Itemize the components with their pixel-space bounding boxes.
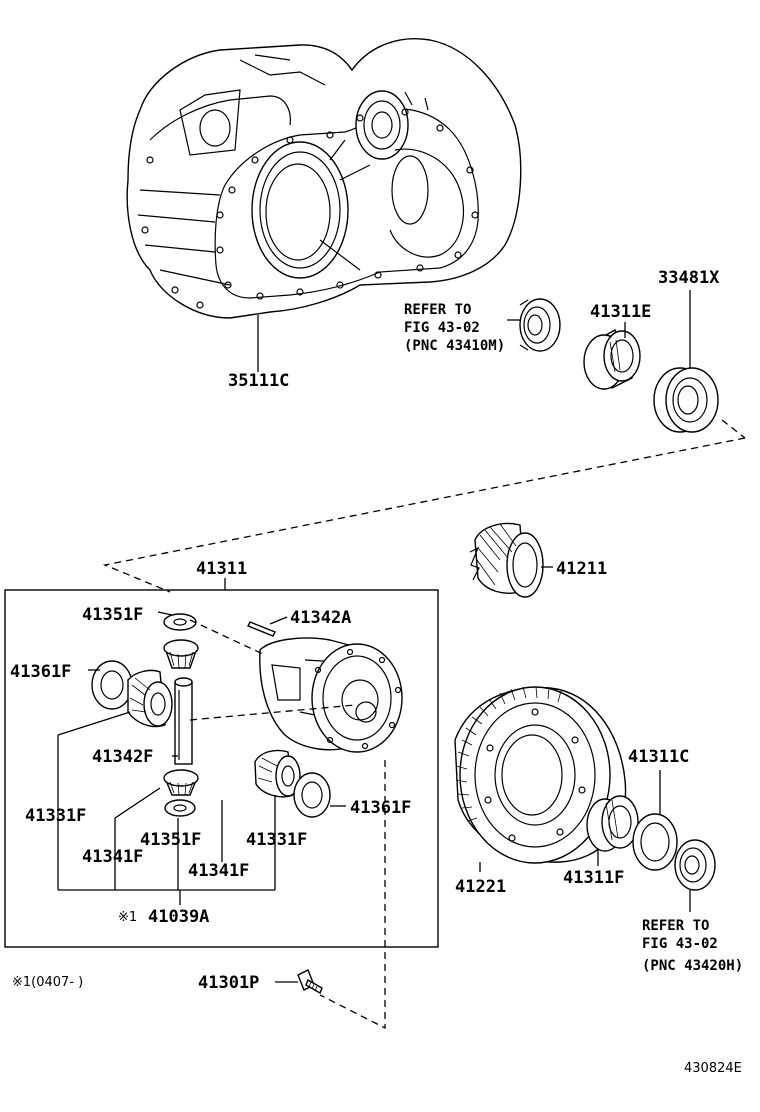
label-41361f-right: 41361F (350, 798, 411, 818)
label-41361f-left: 41361F (10, 662, 71, 682)
label-41351f-top: 41351F (82, 605, 143, 625)
label-41221: 41221 (455, 877, 506, 897)
footnote: ※1(0407- ) (12, 975, 83, 990)
bolt-41301p-drawing (297, 969, 323, 995)
ref-top-line3: (PNC 43410M) (404, 338, 505, 354)
label-41211: 41211 (556, 559, 607, 579)
pinion-41211-drawing (469, 522, 544, 598)
label-41311e: 41311E (590, 302, 651, 322)
side-pinion-top-drawing (163, 639, 199, 669)
bearing-41311f-drawing (586, 795, 639, 852)
differential-case-drawing (259, 637, 403, 753)
label-41039a: 41039A (148, 907, 209, 927)
reference-note-top: REFER TO FIG 43-02 (PNC 43410M) (404, 302, 505, 354)
ring-gear-41221-drawing (454, 686, 627, 864)
part-number-labels: 35111C 33481X 41311E 41211 41311 41351F … (10, 268, 720, 993)
kit-marker: ※1 (118, 910, 137, 925)
label-41311f: 41311F (563, 868, 624, 888)
washer-top-drawing (163, 613, 197, 631)
label-41331f-left: 41331F (25, 806, 86, 826)
label-41311: 41311 (196, 559, 247, 579)
side-gear-left-drawing (127, 669, 173, 728)
label-41351f-bottom: 41351F (140, 830, 201, 850)
pin-41342a-drawing (247, 621, 276, 637)
label-41342a: 41342A (290, 608, 351, 628)
ref-top-line2: FIG 43-02 (404, 320, 480, 336)
illustration-code: 430824E (684, 1061, 742, 1076)
oil-seal-drawing (519, 298, 561, 352)
transaxle-housing-drawing (126, 38, 522, 319)
label-41341f-right: 41341F (188, 861, 249, 881)
ref-bottom-line2: FIG 43-02 (642, 936, 718, 952)
washer-left-drawing (91, 660, 133, 710)
label-41341f-left: 41341F (82, 847, 143, 867)
label-41311c: 41311C (628, 747, 689, 767)
label-35111c: 35111C (228, 371, 289, 391)
bearing-33481x-drawing (653, 367, 719, 433)
washer-bottom-drawing (164, 799, 196, 817)
side-pinion-bottom-drawing (163, 769, 199, 796)
label-41301p: 41301P (198, 973, 259, 993)
ref-top-line1: REFER TO (404, 302, 471, 318)
shaft-41342f-drawing (174, 677, 193, 765)
oil-seal-bottom-drawing (674, 839, 716, 891)
bearing-41311e-drawing (583, 328, 641, 390)
reference-note-bottom: REFER TO FIG 43-02 (PNC 43420H) (642, 918, 743, 974)
ref-bottom-line3: (PNC 43420H) (642, 958, 743, 974)
label-41331f-right: 41331F (246, 830, 307, 850)
bearing-41311c-drawing (632, 813, 678, 871)
assembly-dashed-lines (102, 419, 746, 1030)
differential-kit-box (4, 589, 439, 948)
ref-bottom-line1: REFER TO (642, 918, 709, 934)
label-41342f: 41342F (92, 747, 153, 767)
leader-lines (57, 290, 691, 983)
washer-right-drawing (293, 772, 331, 818)
side-gear-right-drawing (254, 749, 301, 798)
label-33481x: 33481X (658, 268, 720, 288)
